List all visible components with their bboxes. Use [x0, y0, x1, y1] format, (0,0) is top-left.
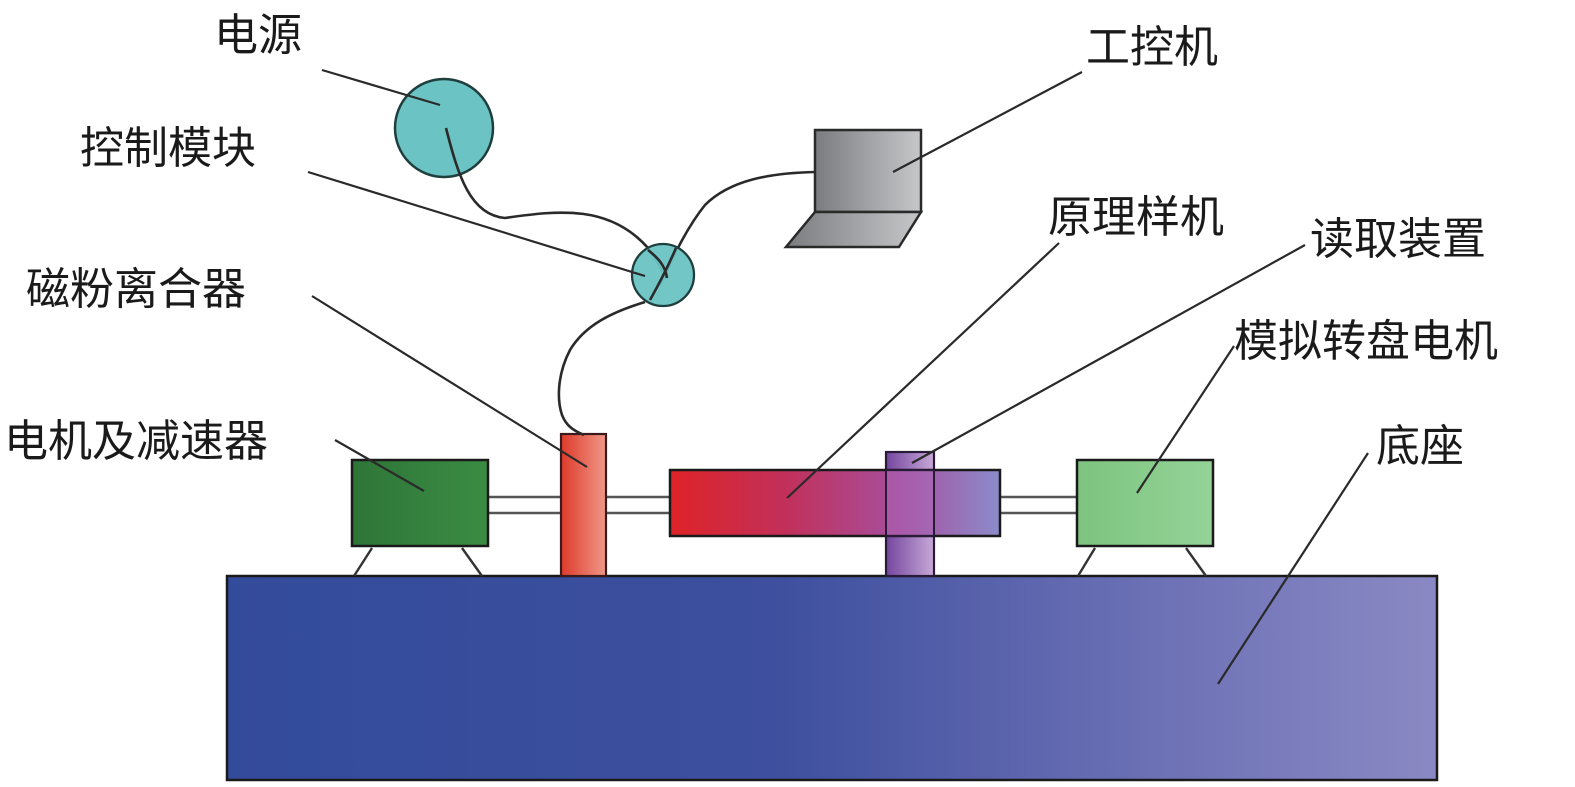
ipc-laptop-icon	[783, 128, 924, 249]
leader-turntable-motor	[1136, 345, 1235, 494]
turntable-motor-block	[1075, 458, 1215, 548]
cable-inner-a	[647, 248, 669, 279]
shaft-right	[1000, 495, 1077, 515]
leader-control-module	[307, 170, 646, 278]
reader-overlay	[885, 469, 935, 537]
base-block	[225, 574, 1439, 782]
motor-reducer-legs	[352, 547, 483, 577]
label-control-module: 控制模块	[80, 123, 256, 174]
leader-reader	[911, 244, 1306, 464]
label-ipc: 工控机	[1086, 22, 1218, 73]
leader-motor-reducer	[334, 439, 425, 492]
label-magnetic-clutch: 磁粉离合器	[26, 264, 246, 315]
leader-power	[321, 68, 441, 107]
label-prototype: 原理样机	[1048, 192, 1224, 243]
turntable-motor-legs	[1076, 547, 1207, 577]
shaft-mid	[606, 495, 670, 515]
power-supply-icon	[393, 77, 495, 179]
leader-ipc	[892, 71, 1083, 173]
label-turntable-motor: 模拟转盘电机	[1234, 316, 1498, 367]
label-reader: 读取装置	[1310, 214, 1486, 265]
motor-reducer-block	[350, 458, 490, 548]
leader-magnetic-clutch	[311, 295, 588, 468]
label-base: 底座	[1376, 421, 1464, 472]
leader-base	[1217, 452, 1369, 685]
shaft-left	[488, 495, 562, 515]
label-motor-reducer: 电机及减速器	[4, 416, 268, 467]
prototype-block	[668, 468, 1002, 538]
cable-control-to-clutch	[557, 300, 646, 437]
cable-inner-b	[648, 247, 678, 301]
label-power: 电源	[214, 10, 302, 61]
leader-prototype	[786, 242, 1060, 499]
